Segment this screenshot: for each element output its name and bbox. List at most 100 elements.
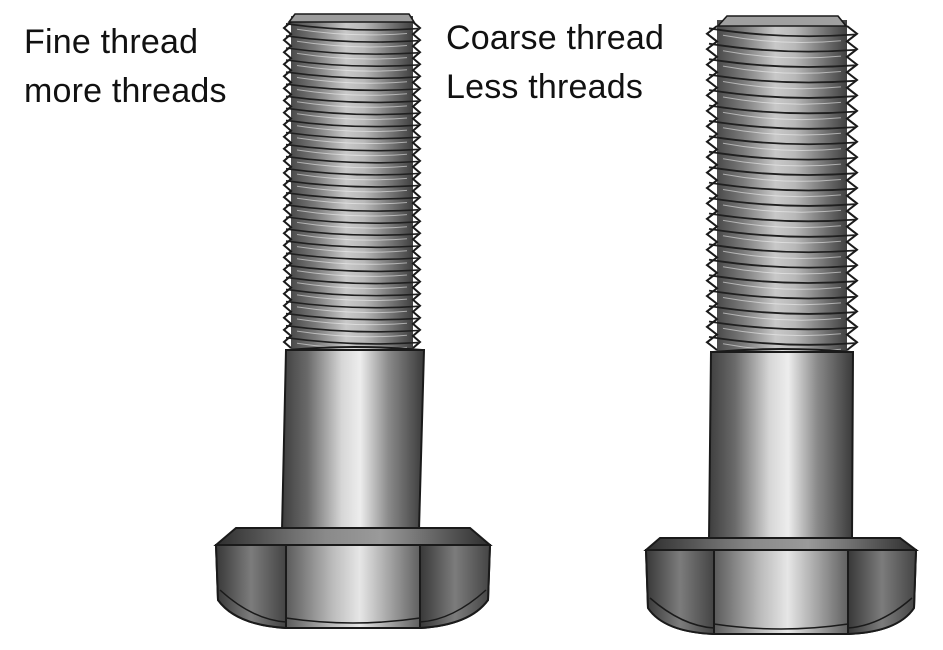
fine-thread-crest: [285, 252, 419, 261]
fine-thread-highlight: [296, 270, 408, 277]
coarse-thread-count-label: Less threads: [446, 68, 644, 106]
fine-thread-highlight: [296, 258, 408, 265]
fine-thread-crest: [285, 47, 419, 55]
coarse-thread-highlight: [722, 312, 842, 321]
coarse-thread-highlight: [722, 281, 842, 290]
fine-thread-highlight: [296, 28, 408, 36]
coarse-thread-highlight: [722, 34, 842, 43]
fine-thread-highlight: [296, 137, 408, 145]
fine-thread-crest: [285, 95, 419, 104]
fine-thread-highlight: [296, 125, 408, 132]
fine-thread-highlight: [296, 246, 408, 253]
coarse-thread-bolt: [643, 15, 919, 636]
fine-thread-crest: [285, 143, 419, 152]
coarse-thread-crest: [708, 120, 856, 130]
fine-thread-highlight: [296, 89, 408, 96]
fine-thread-crest: [285, 131, 419, 140]
coarse-thread-crest: [708, 289, 856, 300]
fine-thread-bolt: [213, 13, 493, 630]
fine-thread-highlight: [296, 306, 408, 314]
coarse-thread-crest: [708, 166, 856, 176]
fine-thread-highlight: [296, 149, 408, 157]
coarse-thread-crest: [708, 274, 856, 284]
fine-thread-highlight: [296, 77, 408, 84]
fine-thread-highlight: [296, 209, 408, 217]
fine-thread-section: [282, 13, 422, 350]
coarse-thread-highlight: [722, 297, 842, 306]
coarse-thread-caption: Coarse thread Less threads: [446, 14, 664, 112]
coarse-thread-highlight: [722, 127, 842, 136]
fine-thread-crest: [285, 240, 419, 249]
fine-shank: [280, 346, 426, 531]
fine-thread-highlight: [296, 173, 408, 181]
fine-thread-highlight: [296, 330, 408, 338]
coarse-thread-label: Coarse thread: [446, 19, 665, 57]
fine-thread-crest: [285, 288, 419, 297]
fine-thread-highlight: [296, 65, 408, 72]
coarse-thread-crest: [708, 42, 856, 53]
fine-thread-crest: [285, 312, 419, 321]
coarse-thread-highlight: [722, 81, 842, 90]
coarse-thread-highlight: [722, 327, 842, 337]
fine-thread-crest: [285, 83, 419, 92]
fine-thread-label: Fine thread: [24, 23, 199, 61]
coarse-thread-highlight: [722, 158, 842, 167]
coarse-thread-crest: [708, 89, 856, 99]
coarse-thread-highlight: [722, 235, 842, 244]
fine-thread-crest: [285, 180, 419, 188]
fine-thread-crest: [285, 324, 419, 333]
fine-thread-crest: [285, 155, 419, 164]
fine-thread-crest: [285, 192, 419, 200]
fine-thread-crest: [285, 276, 419, 285]
fine-thread-count-label: more threads: [24, 72, 227, 110]
coarse-thread-highlight: [722, 50, 842, 59]
coarse-thread-section: [705, 15, 859, 352]
coarse-thread-crest: [708, 258, 856, 269]
fine-thread-highlight: [296, 161, 408, 169]
coarse-thread-highlight: [722, 204, 842, 213]
fine-thread-crest: [285, 119, 419, 128]
fine-thread-crest: [285, 228, 419, 237]
coarse-thread-crest: [708, 181, 856, 192]
fine-thread-highlight: [296, 101, 408, 108]
coarse-thread-highlight: [722, 111, 842, 121]
coarse-thread-highlight: [722, 266, 842, 275]
fine-thread-highlight: [296, 113, 408, 120]
fine-thread-crest: [285, 336, 419, 345]
coarse-thread-crest: [708, 73, 856, 84]
coarse-thread-crest: [708, 150, 856, 161]
coarse-thread-highlight: [722, 189, 842, 198]
fine-thread-crest: [285, 300, 419, 309]
fine-thread-crest: [285, 59, 419, 68]
fine-thread-highlight: [296, 40, 408, 48]
fine-thread-highlight: [296, 185, 408, 193]
coarse-thread-crest: [708, 305, 856, 315]
fine-thread-highlight: [296, 282, 408, 289]
coarse-thread-highlight: [722, 219, 842, 229]
fine-thread-caption: Fine thread more threads: [24, 18, 227, 116]
coarse-thread-highlight: [722, 65, 842, 74]
coarse-thread-crest: [708, 336, 856, 346]
fine-thread-highlight: [296, 294, 408, 301]
fine-thread-crest: [285, 264, 419, 273]
fine-thread-crest: [285, 35, 419, 43]
coarse-thread-highlight: [722, 96, 842, 105]
coarse-thread-crest: [708, 104, 856, 115]
fine-thread-highlight: [296, 234, 408, 241]
fine-hex-head: [213, 527, 493, 630]
coarse-thread-crest: [708, 228, 856, 238]
coarse-thread-crest: [708, 135, 856, 146]
coarse-thread-highlight: [722, 142, 842, 151]
fine-thread-highlight: [296, 197, 408, 205]
coarse-thread-crest: [708, 320, 856, 331]
fine-thread-highlight: [296, 221, 408, 229]
coarse-thread-crest: [708, 27, 856, 38]
coarse-hex-head: [643, 537, 919, 636]
coarse-thread-highlight: [722, 250, 842, 259]
fine-thread-highlight: [296, 318, 408, 326]
coarse-thread-highlight: [722, 173, 842, 182]
coarse-thread-crest: [708, 212, 856, 223]
fine-thread-crest: [285, 204, 419, 212]
